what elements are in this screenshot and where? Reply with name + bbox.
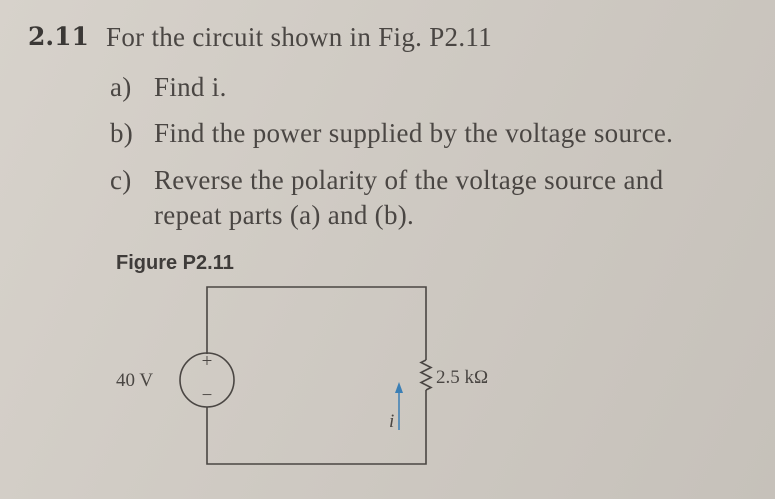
circuit-wire-top [206, 286, 427, 360]
resistor-value-label: 2.5 kΩ [436, 367, 488, 388]
part-a-letter: a) [110, 72, 132, 102]
voltage-source [179, 352, 235, 408]
part-c-letter: c) [110, 165, 132, 195]
source-minus-sign: − [202, 385, 213, 406]
problem-prompt: For the circuit shown in Fig. P2.11 [106, 22, 492, 52]
circuit-wire-bottom [206, 390, 427, 465]
part-b-letter: b) [110, 118, 134, 148]
problem-number: 2.11 [28, 22, 89, 51]
source-plus-sign: + [202, 351, 213, 372]
part-b: b) Find the power supplied by the voltage… [110, 118, 673, 149]
part-a-text: Find i. [154, 72, 227, 102]
current-label: i [389, 411, 394, 432]
part-c-continued: repeat parts (a) and (b). [154, 200, 415, 230]
source-voltage-label: 40 V [116, 370, 153, 391]
part-b-text: Find the power supplied by the voltage s… [154, 118, 674, 148]
current-arrow-head [395, 382, 403, 393]
part-a: a) Find i. [110, 72, 227, 103]
part-c: c) Reverse the polarity of the voltage so… [110, 165, 663, 196]
figure-label: Figure P2.11 [116, 252, 234, 274]
resistor [419, 359, 433, 391]
part-c-text: Reverse the polarity of the voltage sour… [154, 165, 664, 195]
